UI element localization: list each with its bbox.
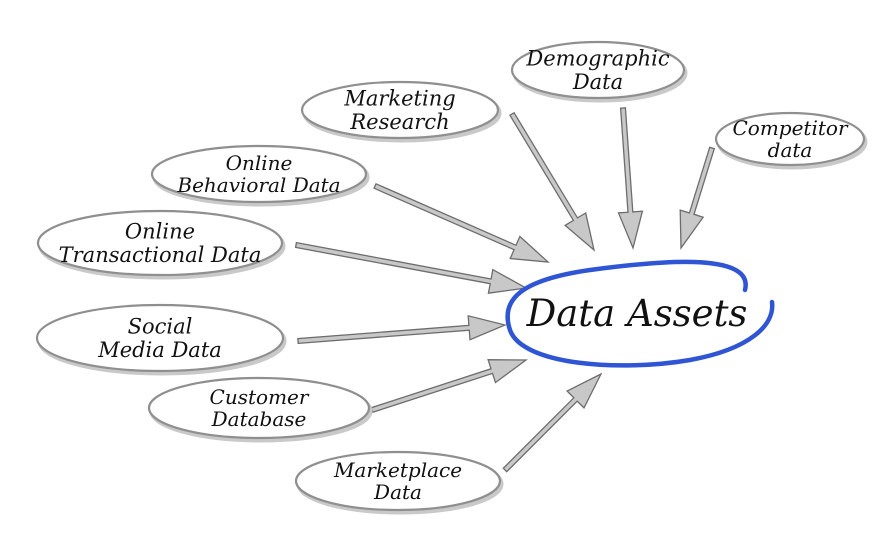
node-label-line: Media Data xyxy=(97,338,222,362)
arrow-marketplace-data xyxy=(502,372,603,473)
node-ellipse xyxy=(147,376,371,440)
node-label-line: Social xyxy=(128,315,193,339)
node-ellipse xyxy=(300,80,500,140)
center-label: Data Assets xyxy=(526,292,748,335)
node-label-line: Customer xyxy=(210,385,310,409)
node-label-line: Marketplace xyxy=(333,458,462,482)
node-ellipse xyxy=(294,450,502,512)
node-ellipse xyxy=(510,40,686,100)
arrows-layer xyxy=(294,107,716,473)
node-ellipse xyxy=(35,303,285,373)
node-label-line: Research xyxy=(349,110,449,134)
center-node: Data Assets xyxy=(505,259,775,368)
node-label-line: Database xyxy=(211,407,307,431)
node-label-line: Competitor xyxy=(732,116,848,140)
source-nodes-layer: MarketingResearchDemographicDataCompetit… xyxy=(35,40,868,515)
arrow-marketing-research xyxy=(508,111,596,252)
node-label-line: Online xyxy=(226,151,293,175)
node-ellipse xyxy=(714,111,866,167)
center-ring xyxy=(505,259,775,368)
arrow-online-transactional-data xyxy=(294,241,529,294)
node-label-line: Data xyxy=(572,70,623,94)
node-ellipse xyxy=(150,144,368,204)
node-label-line: data xyxy=(768,138,813,162)
arrow-demographic-data xyxy=(617,107,644,251)
arrow-online-behavioral-data xyxy=(373,182,550,263)
node-ellipse xyxy=(36,209,284,277)
node-label-line: Demographic xyxy=(525,47,670,71)
node-label-line: Data xyxy=(373,480,422,504)
node-label-line: Online xyxy=(125,220,195,244)
node-label-line: Behavioral Data xyxy=(176,173,340,197)
node-label-line: Marketing xyxy=(343,87,455,111)
node-label-line: Transactional Data xyxy=(59,243,262,267)
arrow-social-media-data xyxy=(297,314,508,345)
arrow-competitor-data xyxy=(679,146,716,250)
arrow-customer-database xyxy=(370,359,528,414)
